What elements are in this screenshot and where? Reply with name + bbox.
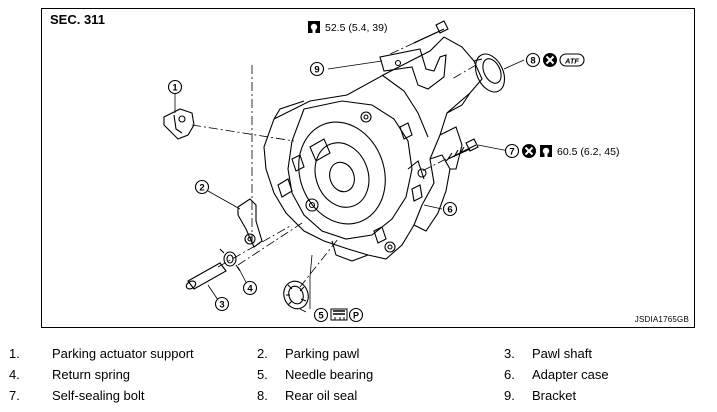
callout-4-number: 4	[247, 284, 253, 295]
rear-oil-seal-drawing	[473, 53, 506, 93]
legend-number: 5.	[257, 367, 268, 382]
exploded-view-drawing: 1 2 3 4 5 6 7 8 9 52.5 (5.4, 39) ATF	[163, 20, 619, 323]
callout-2-number: 2	[199, 183, 204, 194]
legend-label: Pawl shaft	[532, 346, 592, 361]
legend-number: 4.	[9, 367, 20, 382]
torque-wrench-icon	[308, 21, 320, 33]
legend-row: 4. Return spring 5. Needle bearing 6. Ad…	[0, 367, 717, 387]
callout-5-number: 5	[318, 311, 324, 322]
callout-3	[214, 296, 230, 312]
legend-label: Return spring	[52, 367, 131, 382]
callout-6	[442, 201, 458, 217]
callout-1	[167, 79, 183, 95]
diagram-frame: SEC. 311	[41, 8, 695, 328]
section-label: SEC. 311	[50, 12, 105, 27]
legend-label: Parking pawl	[285, 346, 360, 361]
legend-label: Adapter case	[532, 367, 609, 382]
grease-label: P	[353, 311, 359, 321]
atf-label: ATF	[564, 57, 579, 66]
legend-row: 1. Parking actuator support 2. Parking p…	[0, 346, 717, 366]
callout-3-number: 3	[219, 300, 224, 311]
atf-icon: ATF	[559, 53, 585, 67]
torque-spec-right: 60.5 (6.2, 45)	[557, 146, 619, 158]
legend-number: 2.	[257, 346, 268, 361]
legend-number: 8.	[257, 388, 268, 403]
axis-lines	[191, 42, 477, 288]
callout-4	[242, 280, 258, 296]
do-not-reuse-icon	[543, 53, 557, 67]
needle-bearing-drawing	[283, 280, 309, 310]
bracket-drawing	[379, 48, 447, 90]
return-spring-drawing	[219, 248, 241, 272]
pawl-shaft-drawing	[185, 262, 227, 290]
legend-number: 3.	[504, 346, 515, 361]
leader-lines	[174, 59, 525, 313]
grease-icon: P	[330, 307, 364, 323]
callout-1-number: 1	[172, 83, 178, 94]
torque-spec-top: 52.5 (5.4, 39)	[325, 22, 387, 34]
legend-row: 7. Self-sealing bolt 8. Rear oil seal 9.…	[0, 388, 717, 408]
parts-legend: 1. Parking actuator support 2. Parking p…	[0, 340, 717, 412]
callout-8-number: 8	[530, 56, 535, 67]
legend-label: Bracket	[532, 388, 577, 403]
callout-7	[504, 143, 520, 159]
legend-label: Rear oil seal	[285, 388, 358, 403]
self-sealing-bolt-drawing	[445, 138, 479, 162]
legend-number: 9.	[504, 388, 515, 403]
callout-6-number: 6	[447, 205, 452, 216]
callout-7-number: 7	[509, 147, 514, 158]
legend-label: Self-sealing bolt	[52, 388, 145, 403]
callout-9-number: 9	[314, 65, 319, 76]
torque-wrench-icon	[540, 145, 552, 157]
bolt-top-drawing	[413, 20, 449, 44]
parking-actuator-support-drawing	[163, 108, 195, 140]
callout-9	[309, 61, 325, 77]
callout-2	[194, 179, 210, 195]
legend-label: Parking actuator support	[52, 346, 194, 361]
legend-number: 1.	[9, 346, 20, 361]
callout-8	[525, 52, 541, 68]
legend-number: 6.	[504, 367, 515, 382]
legend-label: Needle bearing	[285, 367, 374, 382]
figure-id: JSDIA1765GB	[634, 315, 689, 324]
legend-number: 7.	[9, 388, 20, 403]
callout-5	[313, 307, 329, 323]
parking-pawl-drawing	[237, 198, 263, 248]
do-not-reuse-icon	[522, 144, 536, 158]
adapter-case-drawing	[263, 36, 483, 262]
